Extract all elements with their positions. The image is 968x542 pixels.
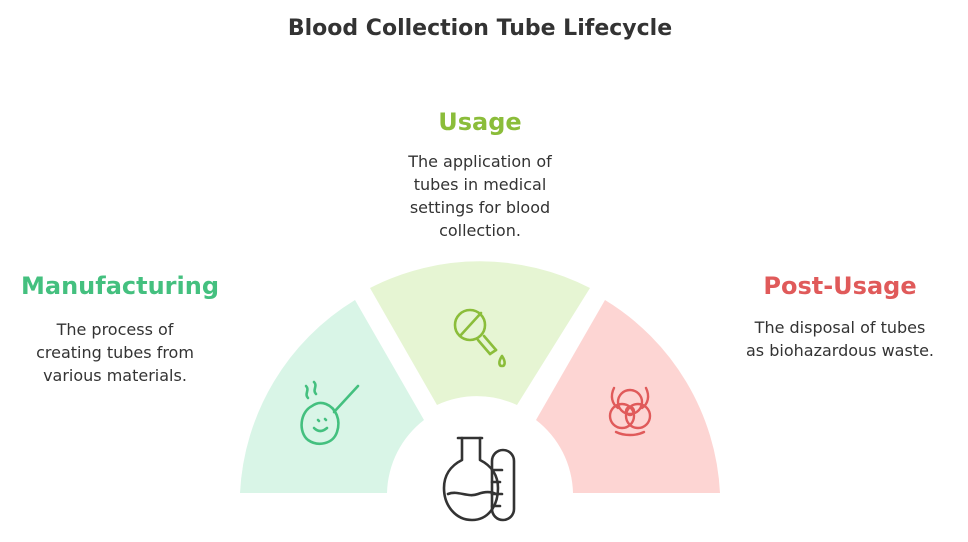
usage-description-line: collection. — [439, 221, 521, 240]
post-usage-heading: Post-Usage — [763, 272, 917, 300]
steaming-pot-icon — [300, 380, 360, 446]
usage-description-line: tubes in medical — [413, 175, 547, 194]
manufacturing-description-line: The process of — [56, 320, 174, 339]
dropper-icon — [453, 308, 506, 368]
manufacturing-description-line: creating tubes from — [36, 343, 194, 362]
usage-description-line: settings for blood — [409, 198, 551, 217]
usage-description: The application of tubes in medical sett… — [380, 150, 580, 242]
biohazard-icon — [608, 386, 652, 437]
manufacturing-segment — [240, 300, 424, 493]
post-usage-description: The disposal of tubes as biohazardous wa… — [720, 316, 960, 362]
flask-and-test-tube-icon — [442, 436, 516, 522]
usage-heading: Usage — [438, 108, 522, 136]
manufacturing-description-line: various materials. — [43, 366, 187, 385]
usage-description-line: The application of — [408, 152, 552, 171]
post-usage-description-line: The disposal of tubes — [754, 318, 926, 337]
manufacturing-description: The process of creating tubes from vario… — [10, 318, 220, 387]
post-usage-segment — [536, 300, 720, 493]
page-title: Blood Collection Tube Lifecycle — [287, 16, 673, 41]
manufacturing-heading: Manufacturing — [21, 272, 219, 300]
post-usage-description-line: as biohazardous waste. — [746, 341, 934, 360]
usage-segment — [370, 261, 590, 405]
